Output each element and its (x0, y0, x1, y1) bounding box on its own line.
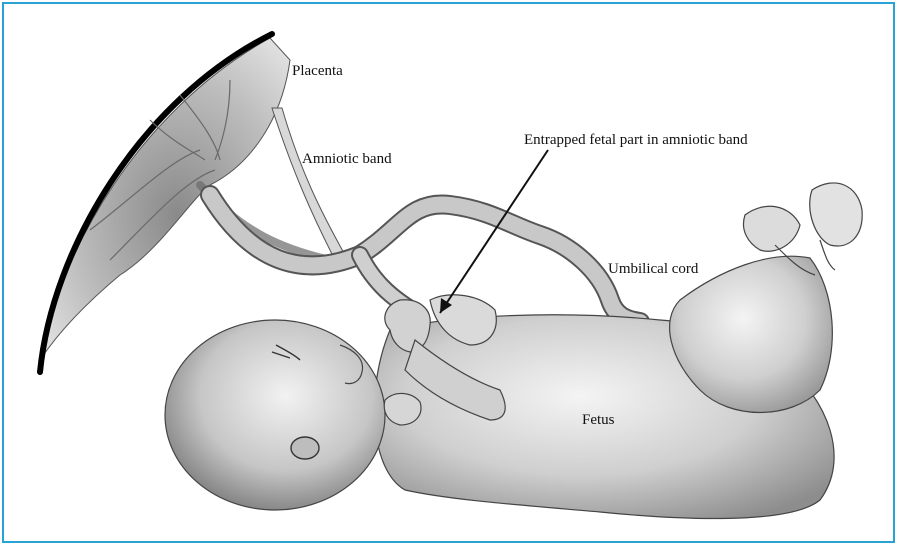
placenta (40, 34, 290, 372)
ear (291, 437, 319, 459)
umbilical-cord-label: Umbilical cord (608, 262, 698, 277)
entrapped-fetal-part-label: Entrapped fetal part in amniotic band (524, 133, 748, 148)
amniotic-band-label: Amniotic band (302, 152, 392, 167)
fetal-head (165, 320, 385, 510)
foot-left (743, 206, 800, 251)
foot-right (810, 183, 862, 246)
umbilical-cord (210, 195, 640, 322)
fetus-label: Fetus (582, 413, 615, 428)
placenta-label: Placenta (292, 64, 343, 79)
